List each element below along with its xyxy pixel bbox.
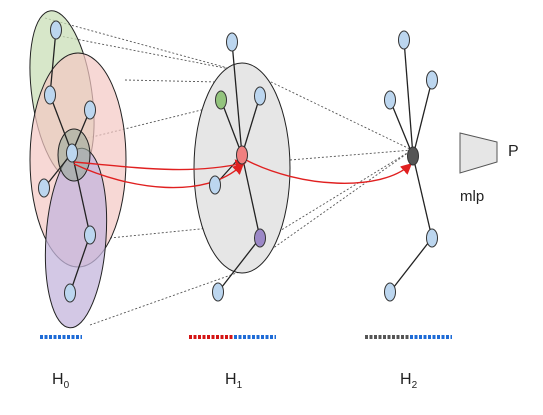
h0-receptive-fields <box>29 10 127 329</box>
mlp-trapezoid-icon <box>459 132 498 174</box>
node <box>66 143 78 163</box>
arrow-h0-to-h1-b <box>73 163 245 189</box>
node <box>44 85 56 105</box>
mlp-label: mlp <box>460 188 485 205</box>
node <box>84 100 96 120</box>
node <box>398 30 410 50</box>
node <box>384 282 396 302</box>
h0-nodes <box>38 20 96 303</box>
node <box>426 70 438 90</box>
node <box>384 90 396 110</box>
node <box>38 178 50 198</box>
red-arrows <box>73 159 413 189</box>
h2-edges <box>389 39 433 293</box>
h2-nodes <box>384 30 438 302</box>
layer-label-h0: H0 <box>52 371 70 392</box>
layer-label-h2: H2 <box>400 371 418 392</box>
node-dark <box>407 146 419 166</box>
node <box>64 283 76 303</box>
node <box>226 32 238 52</box>
layer-label-h1: H1 <box>225 371 243 392</box>
node <box>84 225 96 245</box>
node <box>212 282 224 302</box>
arrow-h1-to-h2 <box>245 159 413 184</box>
h1-nodes <box>209 32 266 302</box>
node-red <box>236 145 248 165</box>
node-green <box>215 90 227 110</box>
node <box>209 175 221 195</box>
node <box>426 228 438 248</box>
node <box>50 20 62 40</box>
node-purple <box>254 228 266 248</box>
arrow-h0-to-h1 <box>73 159 247 171</box>
output-label: P <box>508 143 519 160</box>
node <box>254 86 266 106</box>
